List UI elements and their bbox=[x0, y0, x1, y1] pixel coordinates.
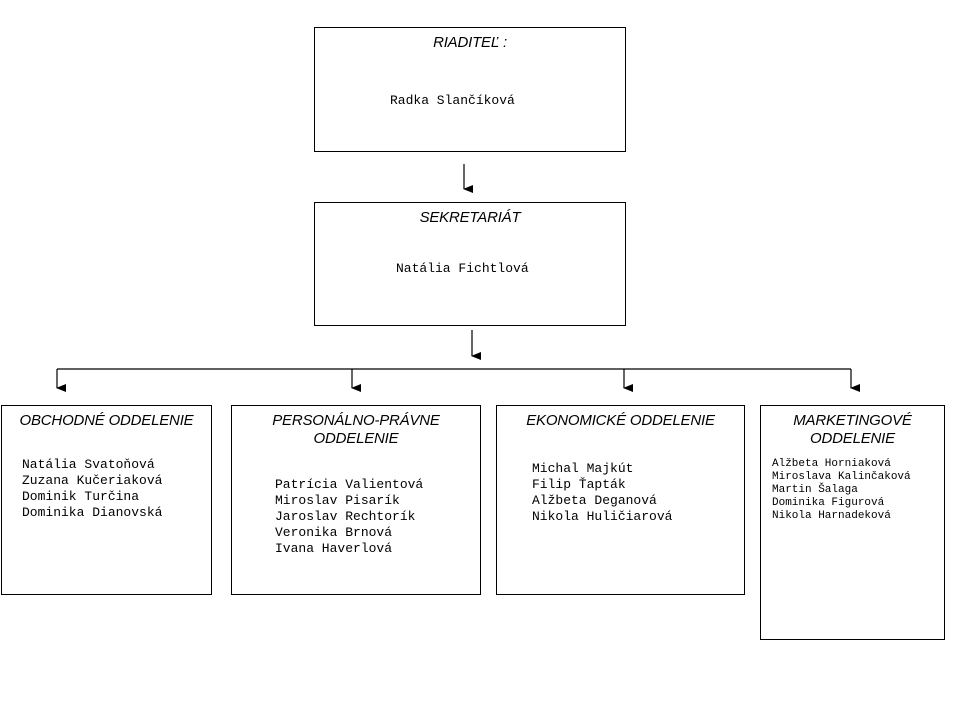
director-title: RIADITEĽ : bbox=[433, 34, 507, 51]
member-name: Nikola Huličiarová bbox=[532, 509, 673, 524]
department-box-personalno-pravne: PERSONÁLNO-PRÁVNE ODDELENIE Patrícia Val… bbox=[231, 405, 481, 595]
member-list: Michal Majkút Filip Ťapták Alžbeta Degan… bbox=[532, 461, 672, 525]
secretariat-title: SEKRETARIÁT bbox=[419, 209, 521, 226]
member-list: Natália Svatoňová Zuzana Kučeriaková Dom… bbox=[22, 457, 162, 521]
member-name: Dominika Dianovská bbox=[22, 505, 163, 520]
member-name: Michal Majkút bbox=[532, 461, 634, 476]
member-name: Zuzana Kučeriaková bbox=[22, 473, 163, 488]
department-title: PERSONÁLNO-PRÁVNE ODDELENIE bbox=[272, 412, 440, 447]
member-name: Natália Svatoňová bbox=[22, 457, 155, 472]
department-title: OBCHODNÉ ODDELENIE bbox=[19, 412, 194, 429]
department-title: MARKETINGOVÉ ODDELENIE bbox=[793, 412, 912, 447]
director-box: RIADITEĽ : Radka Slančíková bbox=[314, 27, 626, 152]
member-name: Martin Šalaga bbox=[772, 484, 858, 496]
member-name: Filip Ťapták bbox=[532, 477, 626, 492]
member-name: Jaroslav Rechtorík bbox=[275, 509, 416, 524]
member-name: Alžbeta Horniaková bbox=[772, 458, 891, 470]
member-name: Ivana Haverlová bbox=[275, 541, 393, 556]
member-list: Alžbeta Horniaková Miroslava Kalinčaková… bbox=[772, 458, 911, 523]
department-box-marketingove: MARKETINGOVÉ ODDELENIE Alžbeta Horniakov… bbox=[760, 405, 945, 640]
director-name: Radka Slančíková bbox=[390, 93, 515, 108]
member-name: Patrícia Valientová bbox=[275, 477, 424, 492]
secretariat-name: Natália Fichtlová bbox=[396, 261, 529, 276]
member-name: Miroslav Pisarík bbox=[275, 493, 400, 508]
member-name: Miroslava Kalinčaková bbox=[772, 471, 911, 483]
member-name: Alžbeta Deganová bbox=[532, 493, 657, 508]
department-box-obchodne: OBCHODNÉ ODDELENIE Natália Svatoňová Zuz… bbox=[1, 405, 212, 595]
department-title: EKONOMICKÉ ODDELENIE bbox=[526, 412, 715, 429]
department-box-ekonomicke: EKONOMICKÉ ODDELENIE Michal Majkút Filip… bbox=[496, 405, 745, 595]
secretariat-box: SEKRETARIÁT Natália Fichtlová bbox=[314, 202, 626, 326]
member-name: Dominika Figurová bbox=[772, 497, 885, 509]
member-name: Veronika Brnová bbox=[275, 525, 393, 540]
member-name: Dominik Turčina bbox=[22, 489, 140, 504]
member-name: Nikola Harnadeková bbox=[772, 510, 891, 522]
member-list: Patrícia Valientová Miroslav Pisarík Jar… bbox=[275, 477, 423, 557]
